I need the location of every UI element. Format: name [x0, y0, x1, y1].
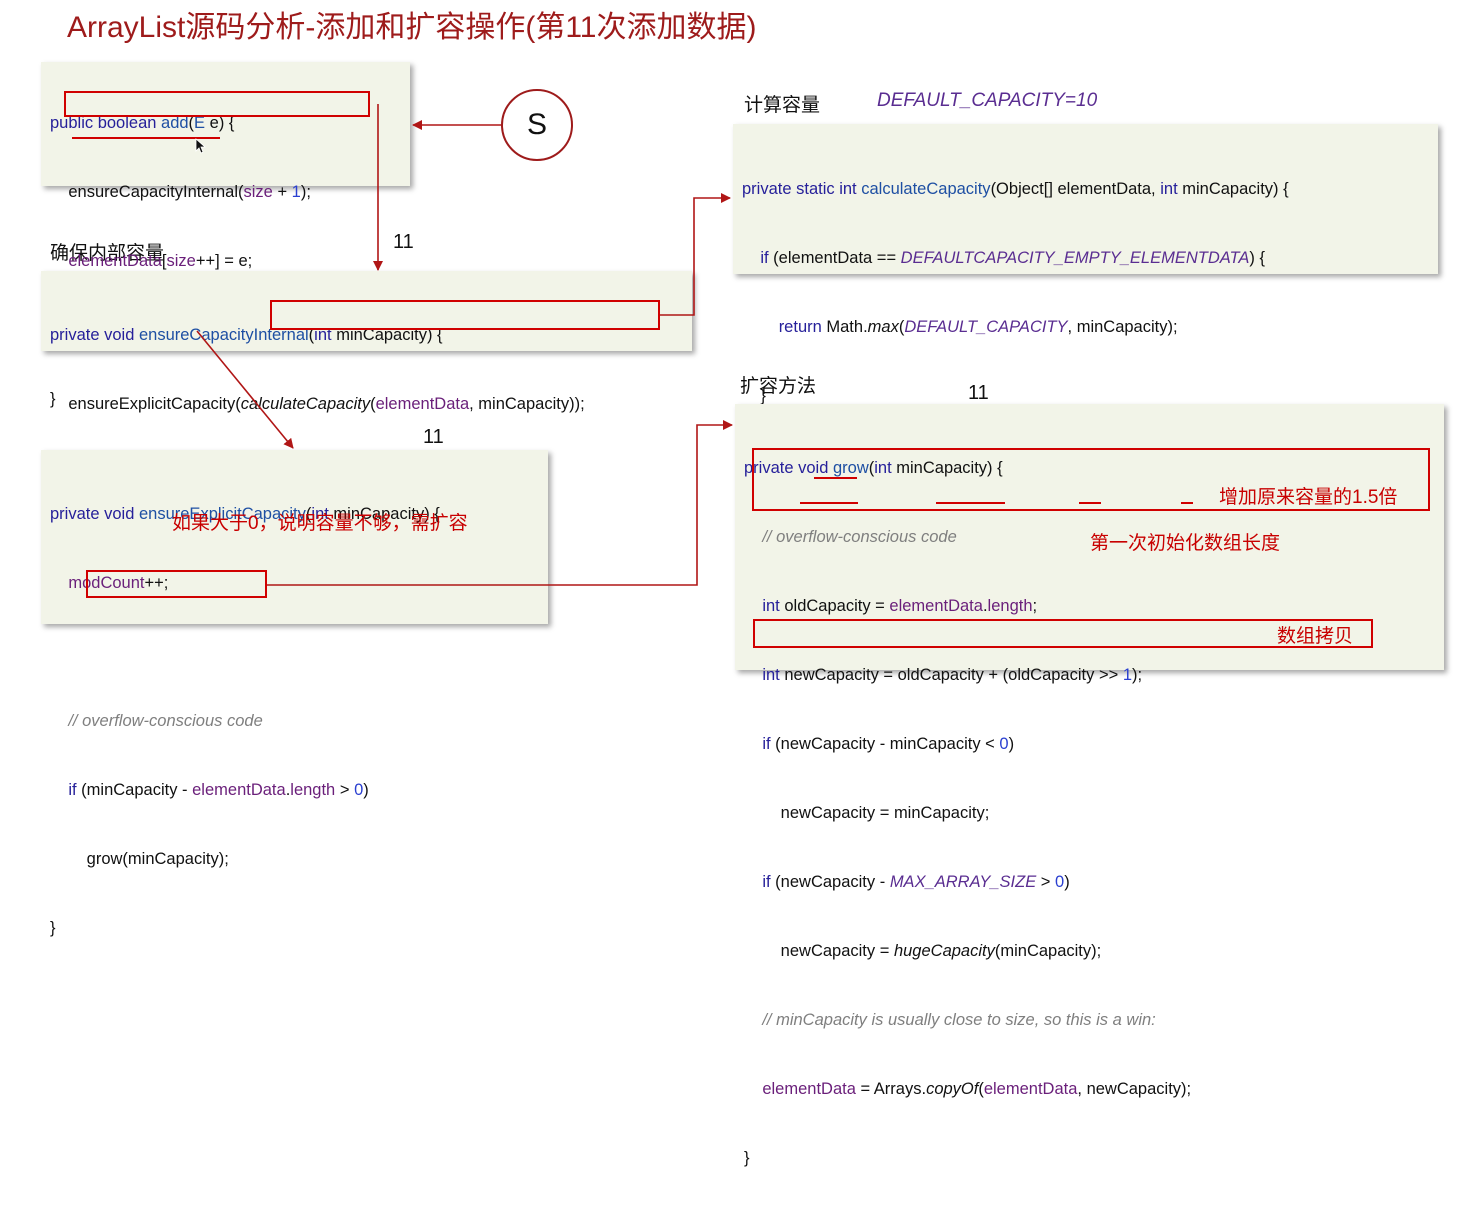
code-line: } — [50, 390, 56, 408]
code-line: ensureCapacityInternal(size + 1); — [50, 183, 311, 201]
code-line: int oldCapacity = elementData.length; — [762, 597, 1038, 615]
code-line: if (newCapacity - minCapacity < 0) — [762, 735, 1015, 753]
highlight-new-capacity — [752, 448, 1430, 511]
code-line: elementData = Arrays.copyOf(elementData,… — [762, 1080, 1192, 1098]
code-line: int newCapacity = oldCapacity + (oldCapa… — [762, 666, 1143, 684]
highlight-ensure-call — [64, 91, 370, 117]
code-ensure-internal: private void ensureCapacityInternal(int … — [50, 278, 585, 531]
label-count-ensure-internal: 11 — [393, 231, 414, 253]
code-line: if (newCapacity - MAX_ARRAY_SIZE > 0) — [762, 873, 1070, 891]
highlight-array-copy — [753, 619, 1373, 648]
code-line: } — [742, 387, 766, 405]
highlight-calculate-call — [270, 300, 660, 330]
code-line: newCapacity = minCapacity; — [744, 804, 990, 822]
code-line: private void grow(int minCapacity) { — [744, 459, 1003, 477]
code-line: } — [50, 919, 56, 937]
label-ensure-internal: 确保内部容量 — [50, 243, 165, 264]
step-marker-circle: S — [501, 89, 573, 161]
label-grow-method: 扩容方法 — [740, 376, 817, 397]
note-increase: 增加原来容量的1.5倍 — [1219, 487, 1398, 508]
note-copy: 数组拷贝 — [1277, 626, 1354, 647]
code-line: newCapacity = hugeCapacity(minCapacity); — [744, 942, 1102, 960]
mouse-cursor-icon — [195, 138, 207, 154]
code-line: public boolean add(E e) { — [50, 114, 235, 132]
code-line: // overflow-conscious code — [68, 712, 263, 730]
code-line: if (minCapacity - elementData.length > 0… — [68, 781, 369, 799]
code-line: // minCapacity is usually close to size,… — [762, 1011, 1156, 1029]
code-line: // overflow-conscious code — [762, 528, 957, 546]
slide-title: ArrayList源码分析-添加和扩容操作(第11次添加数据) — [67, 11, 757, 44]
label-default-capacity: DEFAULT_CAPACITY=10 — [877, 90, 1098, 111]
code-line: return Math.max(DEFAULT_CAPACITY, minCap… — [778, 318, 1178, 336]
code-line: } — [744, 1149, 750, 1167]
label-count-ensure-explicit: 11 — [423, 426, 444, 448]
code-line: private static int calculateCapacity(Obj… — [742, 180, 1289, 198]
code-line: private void ensureCapacityInternal(int … — [50, 326, 443, 344]
note-if-greater: 如果大于0，说明容量不够，需扩容 — [172, 513, 468, 534]
highlight-grow-call — [86, 570, 267, 598]
code-line: if (elementData == DEFAULTCAPACITY_EMPTY… — [760, 249, 1265, 267]
code-line: elementData[size++] = e; — [68, 252, 253, 270]
code-line: ensureExplicitCapacity(calculateCapacity… — [50, 395, 585, 413]
note-first-init: 第一次初始化数组长度 — [1090, 533, 1281, 554]
code-panel-ensure-internal: private void ensureCapacityInternal(int … — [41, 271, 692, 482]
label-count-grow: 11 — [968, 382, 989, 404]
annotation-arrows — [72, 104, 1193, 586]
label-calc-capacity: 计算容量 — [744, 95, 821, 116]
code-line: grow(minCapacity); — [50, 850, 229, 868]
code-line: private void ensureExplicitCapacity(int … — [50, 505, 440, 523]
